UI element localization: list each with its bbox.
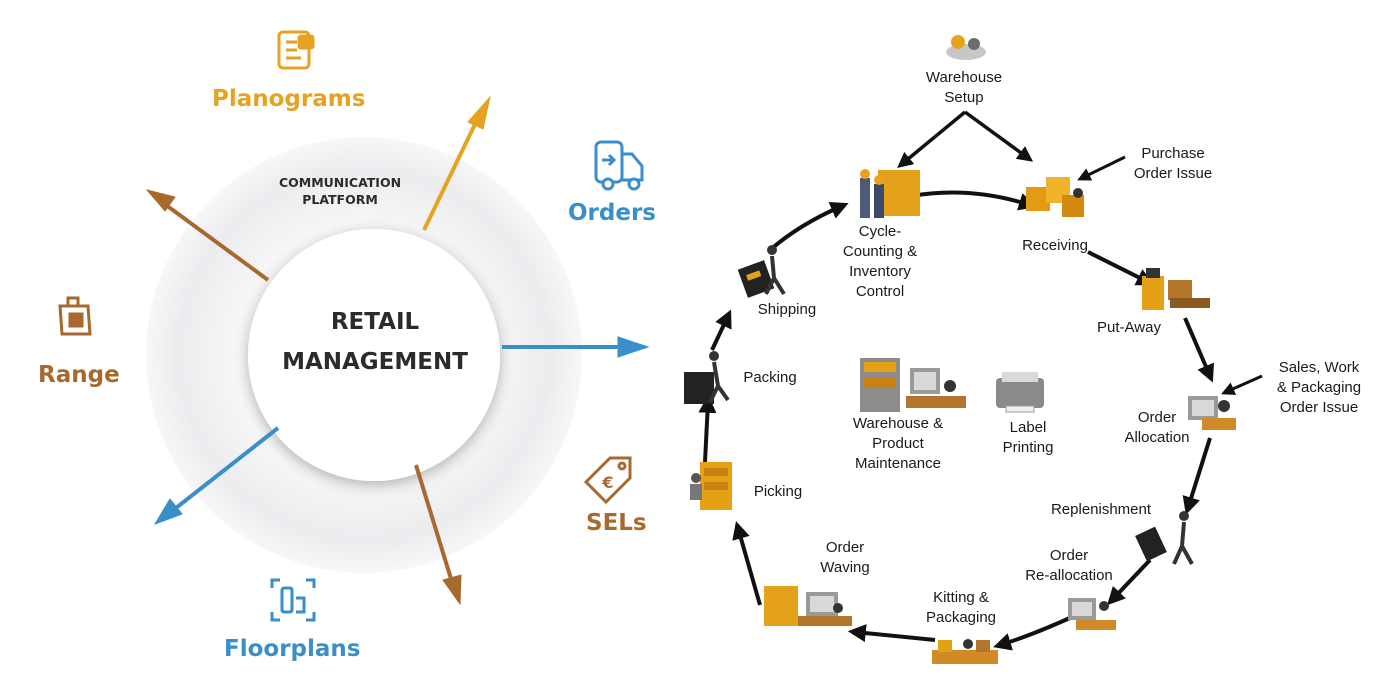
delivery-truck-icon [594, 140, 644, 191]
category-range: Range [38, 362, 120, 388]
label-cycle-counting: Cycle- Counting & Inventory Control [842, 223, 918, 300]
title-line-1: RETAIL [330, 309, 420, 335]
label-sales-work-packaging: Sales, Work & Packaging Order Issue [1276, 359, 1362, 416]
input-arrows [1077, 155, 1263, 395]
arrow-range [145, 189, 270, 282]
retail-management-diagram: € [58, 30, 650, 622]
communication-platform-label: COMMUNICATION PLATFORM [240, 174, 440, 208]
category-orders: Orders [568, 200, 656, 226]
planogram-icon [277, 30, 315, 70]
kitting-packaging-icon [932, 639, 998, 664]
order-allocation-icon [1188, 396, 1236, 430]
label-packing: Packing [743, 369, 797, 386]
label-replenishment: Replenishment [1050, 501, 1152, 518]
range-icon [58, 296, 92, 336]
label-warehouse-product-maintenance: Warehouse & Product Maintenance [852, 415, 944, 472]
warehouse-cycle-diagram [684, 35, 1263, 664]
category-sels: SELs [586, 510, 647, 536]
label-order-waving: Order Waving [820, 539, 870, 576]
price-tag-icon: € [583, 456, 632, 505]
arrow-sels [414, 464, 462, 606]
receiving-icon [1026, 177, 1084, 217]
replenishment-icon [1135, 511, 1194, 565]
label-order-reallocation: Order Re-allocation [1025, 547, 1113, 584]
platform-line-2: PLATFORM [302, 192, 378, 207]
svg-text:€: € [601, 473, 613, 492]
category-floorplans: Floorplans [224, 636, 361, 662]
platform-line-1: COMMUNICATION [278, 175, 402, 190]
label-picking: Picking [753, 483, 803, 500]
label-kitting-packaging: Kitting & Packaging [925, 589, 997, 626]
setup-arrows [897, 110, 1034, 169]
category-planograms: Planograms [212, 86, 366, 112]
label-warehouse-setup: Warehouse Setup [925, 69, 1003, 106]
put-away-icon [1142, 268, 1210, 310]
arrow-orders [502, 336, 650, 358]
warehouse-setup-icon [946, 35, 986, 60]
packing-icon [684, 351, 730, 404]
retail-management-center [248, 229, 500, 481]
label-put-away: Put-Away [1097, 319, 1161, 336]
warehouse-maintenance-icon [860, 358, 966, 412]
arrow-floorplans [153, 426, 280, 525]
label-purchase-order-issue: Purchase Order Issue [1133, 145, 1213, 182]
label-order-allocation: Order Allocation [1124, 409, 1190, 446]
floorplan-icon [270, 578, 316, 622]
label-label-printing: Label Printing [1002, 419, 1054, 456]
picking-icon [690, 462, 732, 510]
cycle-arrows [698, 190, 1214, 651]
title-line-2: MANAGEMENT [282, 349, 468, 375]
arrow-planograms [422, 95, 491, 231]
retail-management-title: RETAIL MANAGEMENT [264, 302, 486, 382]
cycle-counting-icon [860, 169, 920, 218]
shipping-icon [737, 245, 786, 298]
label-shipping: Shipping [757, 301, 817, 318]
order-waving-icon [764, 586, 852, 626]
label-printer-icon [996, 372, 1044, 413]
label-receiving: Receiving [1022, 237, 1088, 254]
order-reallocation-icon [1068, 598, 1116, 630]
